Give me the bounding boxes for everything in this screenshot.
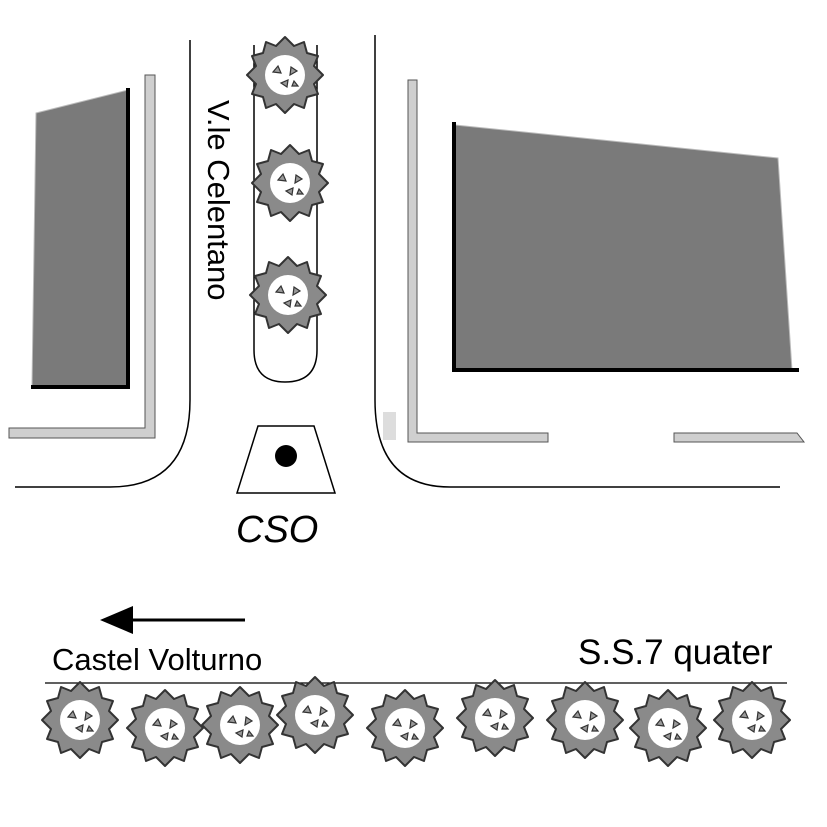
right-sidewalk [383,79,806,443]
manhole-dot-icon [275,445,297,467]
station-marker [235,425,337,494]
highway-shrubs [41,676,791,767]
highway-label: S.S.7 quater [578,633,773,672]
right-building [452,122,799,372]
station-label: CSO [236,509,318,551]
median-shrubs [246,36,329,334]
median-island [253,45,318,383]
left-sidewalk [8,74,156,439]
left-building [31,88,130,389]
direction-label: Castel Volturno [52,642,262,677]
street-label: V.le Celentano [201,100,236,301]
left-arrow-icon [100,606,245,634]
road-edges [15,35,780,488]
